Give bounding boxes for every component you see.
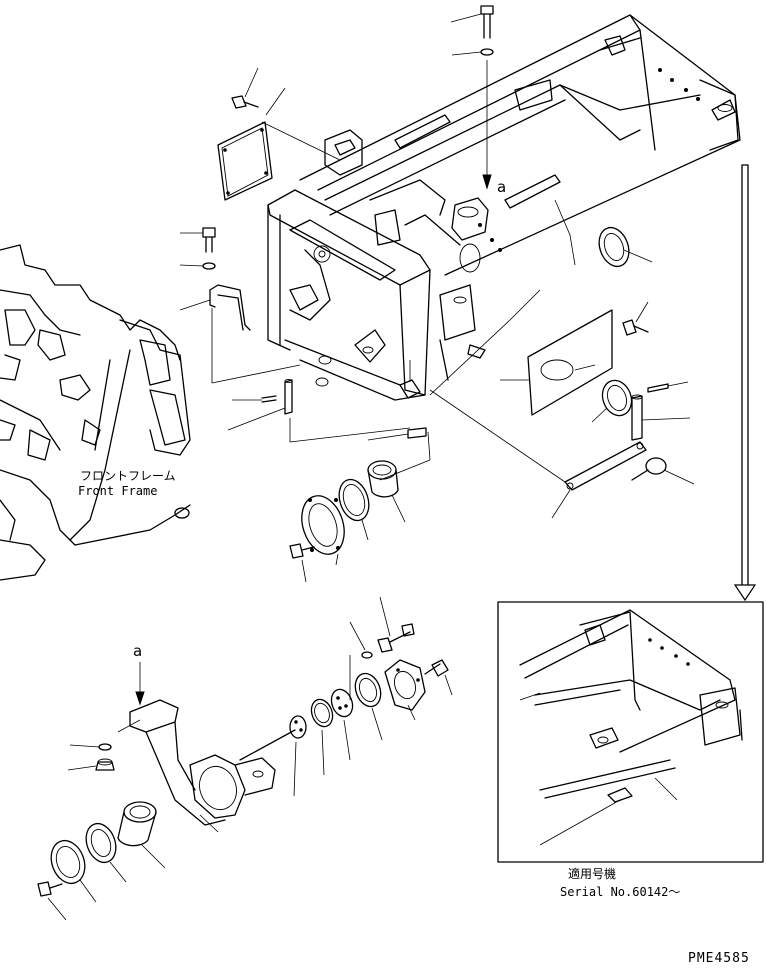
front-frame: フロントフレーム Front Frame — [0, 244, 191, 581]
pins-left — [227, 360, 431, 481]
detail-marker-bottom: a — [133, 642, 142, 660]
rear-frame: a — [267, 14, 741, 401]
bearing-set-bottom-right — [289, 596, 453, 797]
bearing-set-bottom-left — [37, 801, 166, 921]
inset-pointer-arrow — [733, 164, 757, 602]
detail-marker-top: a — [497, 178, 506, 196]
cover-plate-top — [217, 67, 341, 201]
document-code: PME4585 — [688, 951, 750, 966]
left-bracket-parts — [179, 227, 301, 384]
top-bolt — [450, 5, 494, 56]
bearing-set-middle — [289, 460, 406, 583]
inset-frame — [497, 601, 764, 863]
serial-detail-inset: 適用号機 Serial No.60142～ — [497, 601, 764, 899]
pivot-bracket-assembly: a — [67, 642, 296, 833]
front-frame-label-en: Front Frame — [78, 484, 157, 498]
serial-label-jp: 適用号機 — [568, 866, 616, 881]
serial-label-en: Serial No.60142～ — [560, 885, 680, 899]
front-frame-label-jp: フロントフレーム — [80, 469, 176, 483]
right-side-parts — [429, 199, 695, 519]
